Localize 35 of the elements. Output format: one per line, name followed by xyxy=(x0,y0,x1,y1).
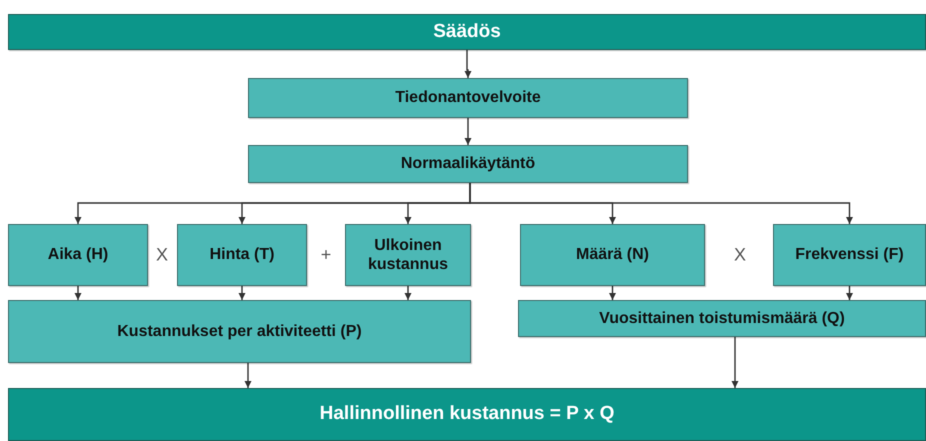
arrow xyxy=(609,286,616,300)
box-label: Ulkoinen kustannus xyxy=(366,236,449,274)
box-label: Kustannukset per aktiviteetti (P) xyxy=(117,322,362,342)
arrow xyxy=(404,286,412,300)
box-label: Säädös xyxy=(433,20,501,44)
box-label: Vuosittainen toistumismäärä (Q) xyxy=(599,308,845,328)
operator-symbol: + xyxy=(320,244,332,266)
process-box xyxy=(773,224,926,286)
box-label: Frekvenssi (F) xyxy=(795,245,904,265)
process-box xyxy=(8,300,471,363)
process-box xyxy=(8,224,148,286)
process-box xyxy=(518,300,926,337)
operator-symbol: X xyxy=(734,244,746,266)
header-bar xyxy=(8,14,926,50)
box-label: Hinta (T) xyxy=(210,245,274,265)
arrow xyxy=(846,286,853,300)
header-bar xyxy=(8,388,926,441)
arrow xyxy=(732,337,738,388)
arrow xyxy=(74,286,82,300)
box-label: Hallinnollinen kustannus = P x Q xyxy=(320,403,614,426)
box-label: Määrä (N) xyxy=(576,245,649,265)
process-box xyxy=(520,224,705,286)
arrow xyxy=(464,50,472,78)
arrow xyxy=(464,118,472,145)
arrow xyxy=(238,286,246,300)
arrow xyxy=(469,183,853,224)
process-box xyxy=(177,224,307,286)
process-box xyxy=(248,78,688,118)
process-box xyxy=(248,145,688,183)
box-label: Normaalikäytäntö xyxy=(400,154,536,174)
box-label: Tiedonantovelvoite xyxy=(395,88,541,108)
box-label: Aika (H) xyxy=(48,245,108,265)
operator-symbol: X xyxy=(156,244,168,266)
process-box xyxy=(345,224,471,286)
arrow xyxy=(244,363,252,388)
